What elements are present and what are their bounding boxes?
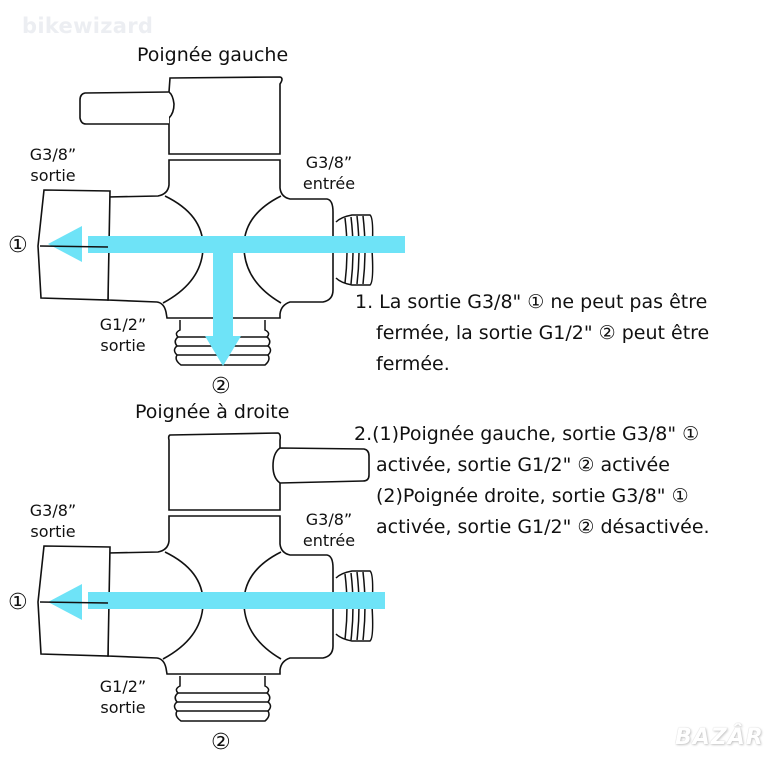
bottom-inlet-label: G3/8” entrée — [298, 509, 360, 551]
top-outlet-bottom-role: sortie — [100, 336, 146, 355]
flow-top-main-arrow-shaft — [88, 236, 405, 253]
bazar-logo: BAZÂR — [675, 725, 764, 750]
top-inlet-label: G3/8” entrée — [298, 152, 360, 194]
valve-bottom-handle-block — [167, 432, 282, 511]
valve-bottom — [37, 432, 385, 722]
bottom-inlet-role: entrée — [302, 531, 356, 550]
flow-top — [48, 226, 405, 366]
bottom-marker-2: ② — [211, 730, 231, 755]
top-outlet-bottom-label: G1/2” sortie — [92, 314, 154, 356]
top-outlet-left-label: G3/8” sortie — [22, 144, 84, 186]
bottom-marker-1: ① — [8, 590, 28, 615]
top-marker-2: ② — [211, 374, 231, 399]
valve-top — [37, 76, 405, 366]
bottom-outlet-bottom-label: G1/2” sortie — [92, 676, 154, 718]
valve-top-lever — [79, 91, 170, 125]
flow-top-branch-arrow-head — [205, 336, 241, 366]
flow-bottom-main-arrow-shaft — [88, 592, 385, 609]
note-2-line: 2.(1)Poignée gauche, sortie G3/8" ① — [354, 423, 700, 445]
top-outlet-bottom-size: G1/2” — [99, 315, 147, 334]
valve-top-handle-block — [168, 76, 283, 155]
top-outlet-left-role: sortie — [30, 166, 76, 185]
note-2-line: activée, sortie G1/2" ② désactivée. — [376, 516, 710, 538]
watermark: bikewizard — [22, 14, 154, 38]
bottom-outlet-left-size: G3/8” — [29, 501, 77, 520]
top-marker-1: ① — [8, 233, 28, 258]
top-inlet-size: G3/8” — [305, 153, 353, 172]
bottom-inlet-size: G3/8” — [305, 510, 353, 529]
bottom-outlet-bottom-role: sortie — [100, 698, 146, 717]
flow-top-main-arrow-head — [48, 226, 82, 262]
note-2-line: (2)Poignée droite, sortie G3/8" ① — [376, 485, 689, 507]
note-1: 1. La sortie G3/8" ① ne peut pas être fe… — [355, 287, 709, 380]
note-1-line: 1. La sortie G3/8" ① ne peut pas être — [355, 291, 708, 313]
valve-bottom-lever — [272, 447, 370, 484]
note-1-line: fermée. — [376, 353, 450, 375]
diagram-bottom-title: Poignée à droite — [135, 401, 290, 423]
note-1-line: fermée, la sortie G1/2" ② peut être — [376, 322, 710, 344]
top-outlet-left-size: G3/8” — [29, 145, 77, 164]
note-2: 2.(1)Poignée gauche, sortie G3/8" ① acti… — [354, 419, 710, 543]
diagram-top-title: Poignée gauche — [137, 44, 289, 66]
bottom-outlet-left-label: G3/8” sortie — [22, 500, 84, 542]
flow-top-branch-arrow-shaft — [213, 244, 233, 340]
bottom-outlet-bottom-size: G1/2” — [99, 677, 147, 696]
note-2-line: activée, sortie G1/2" ② activée — [376, 454, 670, 476]
bottom-outlet-left-role: sortie — [30, 522, 76, 541]
top-inlet-role: entrée — [302, 174, 356, 193]
